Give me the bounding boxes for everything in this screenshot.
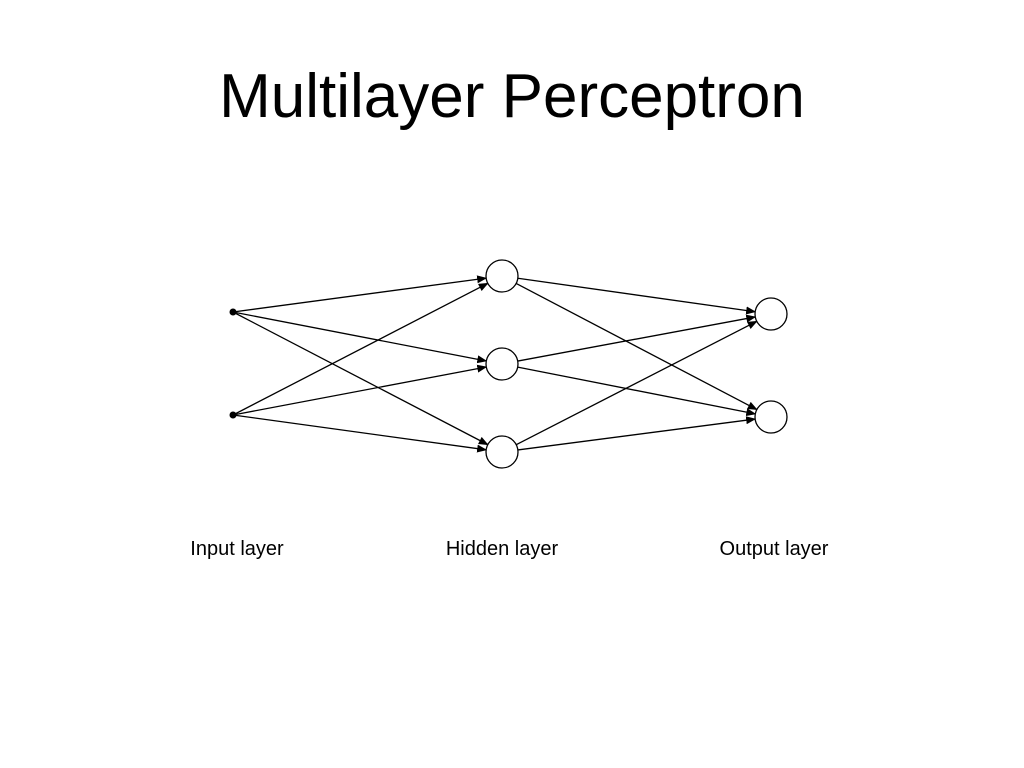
edge-hidden-2-output-2 [517, 366, 757, 417]
neurons [229, 259, 788, 469]
input-node-2 [229, 411, 237, 419]
hidden-node-1 [485, 259, 519, 293]
edge-input-1-hidden-2 [232, 311, 488, 364]
hidden-node-3 [485, 435, 519, 469]
connections [232, 275, 758, 453]
edge-hidden-1-output-1 [517, 277, 757, 315]
slide-title: Multilayer Perceptron [219, 62, 805, 131]
edge-input-1-hidden-1 [232, 275, 488, 313]
edge-hidden-1-output-2 [515, 282, 758, 411]
hidden-layer-label: Hidden layer [445, 538, 559, 560]
hidden-node-2 [485, 347, 519, 381]
edge-input-2-hidden-1 [232, 282, 489, 416]
edge-hidden-2-output-1 [517, 314, 757, 362]
edge-input-1-hidden-3 [232, 311, 489, 446]
output-layer-label: Output layer [719, 538, 829, 560]
input-node-1 [229, 308, 237, 316]
edge-input-2-hidden-2 [232, 364, 488, 416]
edge-hidden-3-output-1 [515, 320, 758, 446]
output-node-1 [754, 297, 788, 331]
edge-hidden-3-output-2 [517, 416, 757, 451]
output-node-2 [754, 400, 788, 434]
input-layer-label: Input layer [190, 538, 284, 560]
edge-input-2-hidden-3 [232, 414, 488, 453]
